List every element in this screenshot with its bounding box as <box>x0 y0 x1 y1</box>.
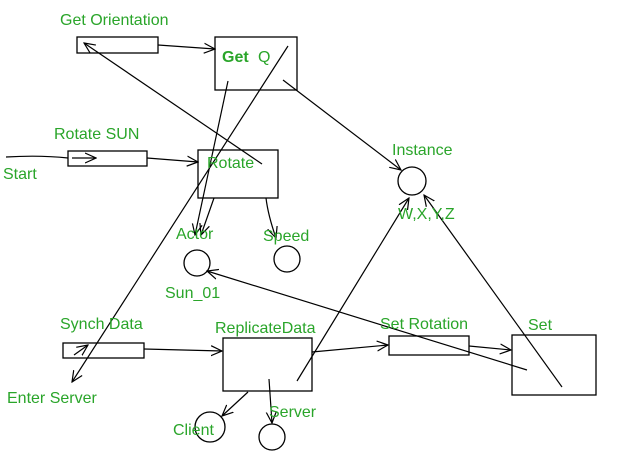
label-set: Set <box>528 317 553 334</box>
edge-get-q-to-actor <box>195 80 229 235</box>
synch-data-bar <box>62 342 145 359</box>
edge-synch-data-to-replicate <box>143 349 222 351</box>
edge-set-to-actor <box>207 271 528 371</box>
edge-get-q-to-instance <box>282 79 401 170</box>
label-wxyz: W,X,Y,Z <box>398 206 455 223</box>
replicate-data-box <box>222 337 313 392</box>
set-box <box>511 334 597 396</box>
edge-get-q-to-enter-server <box>72 45 289 382</box>
edge-rotate-to-get-orientation <box>84 43 263 165</box>
label-start: Start <box>3 166 37 183</box>
label-get-q-suffix: Q <box>258 49 270 66</box>
label-rotate-sun: Rotate SUN <box>54 126 139 143</box>
actor-circle <box>183 249 211 277</box>
edge-rotate-sun-to-rotate <box>146 158 198 162</box>
label-get-orientation: Get Orientation <box>60 12 169 29</box>
edge-start-to-rotate-sun <box>5 155 69 159</box>
edge-replicate-to-instance <box>296 198 409 382</box>
get-orientation-bar <box>76 36 159 54</box>
edge-set-to-instance <box>424 195 563 388</box>
set-rotation-bar <box>388 335 470 356</box>
edge-rotate-to-actor <box>201 197 215 235</box>
client-circle <box>194 411 226 443</box>
label-sun-01: Sun_01 <box>165 285 220 302</box>
label-replicate-data: ReplicateData <box>215 320 316 337</box>
instance-circle <box>397 166 427 196</box>
rotate-box <box>197 149 279 199</box>
server-circle <box>258 423 286 451</box>
edge-get-orientation-to-get-q <box>157 45 215 49</box>
label-speed: Speed <box>263 228 309 245</box>
label-client: Client <box>173 422 214 439</box>
label-server: Server <box>269 404 317 421</box>
label-instance: Instance <box>392 142 453 159</box>
edge-replicate-to-set-rotation <box>311 345 388 353</box>
edge-replicate-to-server <box>269 378 272 423</box>
label-synch-data: Synch Data <box>60 316 143 333</box>
label-set-rotation: Set Rotation <box>380 316 468 333</box>
edge-rotate-to-speed <box>265 197 276 238</box>
speed-circle <box>273 245 301 273</box>
label-rotate: Rotate <box>207 155 254 172</box>
edge-inside-synch-data-bar <box>73 345 88 355</box>
edge-set-rotation-to-set <box>468 346 511 350</box>
edge-replicate-to-client <box>222 391 249 416</box>
label-enter-server: Enter Server <box>7 390 97 407</box>
label-get-q-prefix: Get <box>222 49 249 66</box>
label-actor: Actor <box>176 226 214 243</box>
get-q-box <box>214 36 298 91</box>
